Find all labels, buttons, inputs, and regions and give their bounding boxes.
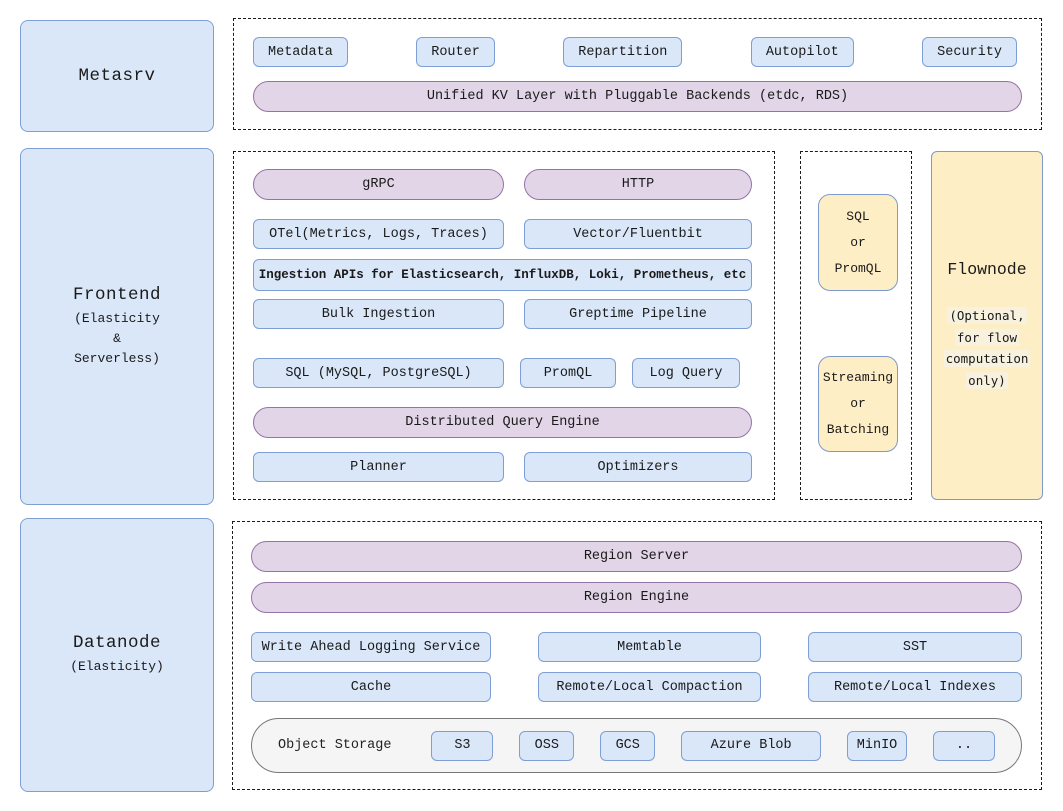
sql-or-promql-box: SQL or PromQL bbox=[818, 194, 898, 291]
flownode-subtitle: (Optional, for flow computation only) bbox=[943, 305, 1031, 391]
object-storage-providers: S3 OSS GCS Azure Blob MinIO .. bbox=[431, 730, 995, 761]
datanode-panel: Region Server Region Engine Write Ahead … bbox=[232, 521, 1042, 790]
pipeline-row: Bulk Ingestion Greptime Pipeline bbox=[253, 299, 752, 329]
object-storage-label: Object Storage bbox=[278, 738, 392, 753]
query-language-row: SQL (MySQL, PostgreSQL) PromQL Log Query bbox=[253, 358, 752, 388]
flownode-subline-4: only) bbox=[966, 371, 1008, 389]
flownode-box: Flownode (Optional, for flow computation… bbox=[931, 151, 1043, 500]
otel-box: OTel(Metrics, Logs, Traces) bbox=[253, 219, 504, 249]
streaming-line-2: or bbox=[850, 396, 866, 411]
frontend-panel: gRPC HTTP OTel(Metrics, Logs, Traces) Ve… bbox=[233, 151, 775, 500]
metasrv-panel: Metadata Router Repartition Autopilot Se… bbox=[233, 18, 1042, 130]
memtable-box: Memtable bbox=[538, 632, 761, 662]
bulk-ingestion-box: Bulk Ingestion bbox=[253, 299, 504, 329]
sql-box: SQL (MySQL, PostgreSQL) bbox=[253, 358, 504, 388]
protocol-row: gRPC HTTP bbox=[253, 169, 752, 200]
frontend-subline-1: (Elasticity bbox=[74, 310, 160, 326]
ingest-row: OTel(Metrics, Logs, Traces) Vector/Fluen… bbox=[253, 219, 752, 249]
log-query-box: Log Query bbox=[632, 358, 740, 388]
streaming-line-1: Streaming bbox=[822, 370, 894, 385]
wal-service-box: Write Ahead Logging Service bbox=[251, 632, 491, 662]
metasrv-feature-row: Metadata Router Repartition Autopilot Se… bbox=[253, 37, 1017, 67]
region-engine-bar: Region Engine bbox=[251, 582, 1022, 613]
sql-or-promql-line-1: SQL bbox=[846, 208, 870, 224]
sst-box: SST bbox=[808, 632, 1022, 662]
datanode-title: Datanode bbox=[72, 633, 161, 653]
azure-blob-box: Azure Blob bbox=[681, 730, 822, 761]
repartition-box: Repartition bbox=[563, 37, 683, 67]
object-storage-container: Object Storage S3 OSS GCS Azure Blob Min… bbox=[251, 718, 1022, 773]
planner-box: Planner bbox=[253, 452, 504, 482]
storage-components-row-1: Write Ahead Logging Service Memtable SST bbox=[251, 632, 1022, 662]
http-pill: HTTP bbox=[524, 169, 752, 200]
frontend-label-box: Frontend (Elasticity & Serverless) bbox=[20, 148, 214, 505]
grpc-pill: gRPC bbox=[253, 169, 504, 200]
flownode-subline-3: computation bbox=[943, 350, 1031, 367]
flownode-subline-2: for flow bbox=[954, 328, 1020, 346]
datanode-subtitle: (Elasticity) bbox=[70, 659, 164, 674]
vector-fluentbit-box: Vector/Fluentbit bbox=[524, 219, 752, 249]
gcs-box: GCS bbox=[600, 730, 656, 761]
streaming-line-3: Batching bbox=[826, 422, 890, 437]
datanode-label-box: Datanode (Elasticity) bbox=[20, 518, 214, 792]
sql-or-promql-line-3: PromQL bbox=[834, 260, 882, 276]
engine-row: Planner Optimizers bbox=[253, 452, 752, 482]
sql-or-promql-line-2: or bbox=[850, 234, 866, 250]
indexes-box: Remote/Local Indexes bbox=[808, 672, 1022, 702]
storage-components-row-2: Cache Remote/Local Compaction Remote/Loc… bbox=[251, 672, 1022, 702]
router-box: Router bbox=[416, 37, 495, 67]
security-box: Security bbox=[922, 37, 1017, 67]
flow-link-panel: SQL or PromQL Streaming or Batching bbox=[800, 151, 912, 500]
metasrv-label-box: Metasrv bbox=[20, 20, 214, 132]
ingestion-apis-bar: Ingestion APIs for Elasticsearch, Influx… bbox=[253, 259, 752, 291]
frontend-subline-2: & bbox=[113, 330, 121, 346]
oss-box: OSS bbox=[519, 730, 575, 761]
greptime-pipeline-box: Greptime Pipeline bbox=[524, 299, 752, 329]
minio-box: MinIO bbox=[847, 730, 908, 761]
optimizers-box: Optimizers bbox=[524, 452, 752, 482]
s3-box: S3 bbox=[431, 730, 494, 761]
compaction-box: Remote/Local Compaction bbox=[538, 672, 761, 702]
distributed-query-engine-bar: Distributed Query Engine bbox=[253, 407, 752, 438]
autopilot-box: Autopilot bbox=[750, 37, 854, 67]
metadata-box: Metadata bbox=[253, 37, 348, 67]
flownode-subline-1: (Optional, bbox=[947, 307, 1027, 324]
streaming-or-batching-box: Streaming or Batching bbox=[818, 356, 898, 452]
promql-box: PromQL bbox=[520, 358, 616, 388]
cache-box: Cache bbox=[251, 672, 491, 702]
unified-kv-layer-bar: Unified KV Layer with Pluggable Backends… bbox=[253, 81, 1022, 112]
region-server-bar: Region Server bbox=[251, 541, 1022, 572]
other-providers-box: .. bbox=[932, 730, 995, 761]
frontend-subline-3: Serverless) bbox=[74, 350, 160, 366]
frontend-title: Frontend bbox=[72, 284, 161, 305]
flownode-title: Flownode bbox=[947, 260, 1027, 279]
metasrv-title: Metasrv bbox=[78, 66, 156, 86]
frontend-subtitle: (Elasticity & Serverless) bbox=[74, 309, 160, 369]
